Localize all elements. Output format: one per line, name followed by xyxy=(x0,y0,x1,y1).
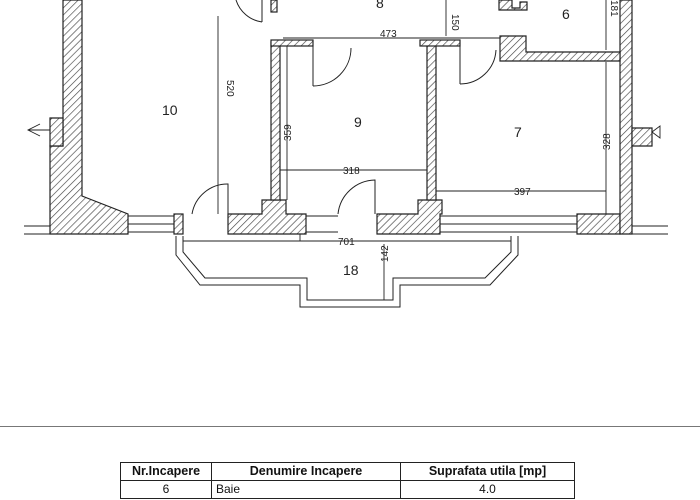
wall-top-small xyxy=(498,0,528,11)
header-usable-area: Suprafata utila [mp] xyxy=(400,462,575,481)
header-room-name: Denumire Incapere xyxy=(211,462,401,481)
dim-label-473: 473 xyxy=(380,29,397,40)
wall-right-bump xyxy=(631,127,653,147)
wall-top-room9-right xyxy=(419,39,461,47)
header-room-number: Nr.Incapere xyxy=(120,462,212,481)
room-label-18: 18 xyxy=(343,262,359,278)
floor-plan-drawing: 8 6 10 9 7 18 473 150 181 520 359 318 32… xyxy=(24,0,668,308)
cell-room-number: 6 xyxy=(120,480,212,499)
door-center-swing xyxy=(337,179,376,215)
separator-line xyxy=(0,426,700,427)
door-room9-swing xyxy=(312,46,352,87)
dim-label-359: 359 xyxy=(283,124,294,141)
wall-bottom-left-segment xyxy=(227,199,307,235)
dim-label-318: 318 xyxy=(343,166,360,177)
wall-right-exterior xyxy=(619,0,633,235)
room-label-7: 7 xyxy=(514,124,522,140)
balcony-outline xyxy=(175,236,519,308)
wall-bath-corner xyxy=(499,35,621,62)
wall-left-bump xyxy=(49,117,64,147)
room-label-9: 9 xyxy=(354,114,362,130)
window-right xyxy=(440,215,577,233)
room-label-6: 6 xyxy=(562,6,570,22)
wall-partition-10-9 xyxy=(270,41,281,201)
table-row: 6 Baie 4.0 xyxy=(120,480,575,499)
room-label-8: 8 xyxy=(376,0,384,11)
cell-room-name: Baie xyxy=(211,480,401,499)
break-lines xyxy=(24,123,668,235)
wall-pier-left xyxy=(173,213,184,235)
wall-partition-9-7 xyxy=(426,41,437,201)
window-center-left xyxy=(306,215,338,233)
dim-label-701: 701 xyxy=(338,237,355,248)
room-label-10: 10 xyxy=(162,102,178,118)
dim-label-520: 520 xyxy=(224,80,235,97)
windows xyxy=(128,215,577,233)
dim-label-328: 328 xyxy=(602,133,613,150)
door-room10-entry-swing xyxy=(191,183,229,215)
walls xyxy=(49,0,653,235)
window-left xyxy=(128,215,174,233)
door-room7-swing xyxy=(459,46,497,85)
wall-top-room9-left xyxy=(270,39,314,47)
doors xyxy=(191,0,497,215)
dim-label-150: 150 xyxy=(449,14,460,31)
wall-bottom-right-segment xyxy=(376,199,443,235)
dimension-lines xyxy=(183,0,607,300)
dim-label-397: 397 xyxy=(514,187,531,198)
dim-label-181: 181 xyxy=(608,0,619,17)
wall-left-exterior xyxy=(49,0,129,235)
dim-label-142: 142 xyxy=(380,245,391,262)
cell-usable-area: 4.0 xyxy=(400,480,575,499)
table-header-row: Nr.Incapere Denumire Incapere Suprafata … xyxy=(120,462,575,481)
wall-bottom-right-pier xyxy=(576,213,621,235)
door-room8-swing xyxy=(235,0,263,23)
wall-top-left-stub xyxy=(270,0,278,13)
room-schedule-table: Nr.Incapere Denumire Incapere Suprafata … xyxy=(120,462,575,499)
